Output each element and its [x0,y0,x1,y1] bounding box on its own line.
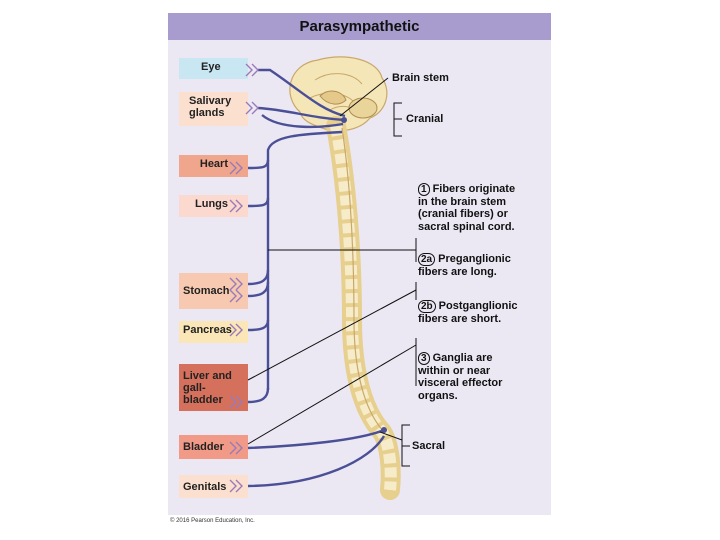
diagram-title: Parasympathetic [299,18,420,35]
organ-salivary-glands: Salivary glands [179,92,248,126]
label-cranial: Cranial [406,113,444,125]
organ-liver-gallbladder: Liver and gall- bladder [179,364,248,411]
label-brain-stem: Brain stem [392,72,449,84]
organ-pancreas: Pancreas [179,321,248,343]
cranial-ganglion [341,117,347,123]
copyright: © 2016 Pearson Education, Inc. [170,518,255,524]
fiber-lines [247,68,386,488]
note-1-number: 1 [418,182,430,196]
note-3-text: Ganglia are within or near visceral effe… [418,351,503,402]
ganglion-markers [229,63,259,493]
spinal-column [326,116,401,500]
sacral-ganglion [381,427,387,433]
label-sacral: Sacral [412,440,446,452]
organ-bladder: Bladder [179,435,248,459]
note-1-text: Fibers originate in the brain stem (cran… [418,182,516,233]
organ-eye: Eye [179,58,248,79]
note-2b-text: Postganglionic fibers are short. [418,299,518,325]
note-2a-text: Preganglionic fibers are long. [418,252,511,278]
brain [289,56,388,132]
note-2a-number: 2a [418,252,436,266]
title-bar [168,13,551,40]
organ-heart: Heart [179,155,248,177]
note-3-number: 3 [418,351,430,365]
leader-lines [247,77,417,467]
note-2b-number: 2b [418,299,436,313]
